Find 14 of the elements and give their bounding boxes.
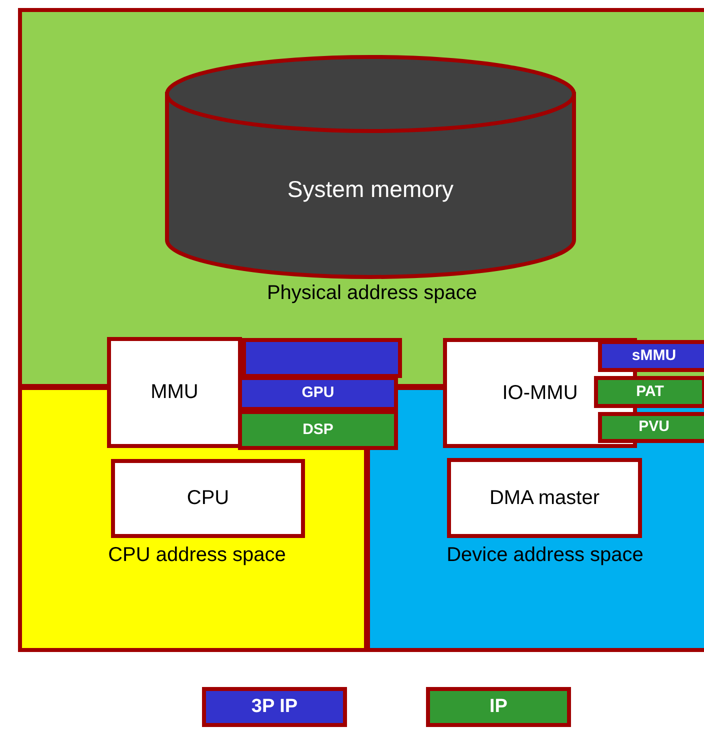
legend-swatch: 3P IP [202,687,347,727]
ip-tag [242,338,402,378]
unit-box: MMU [107,337,242,448]
unit-box: DMA master [447,458,642,538]
region-label: Physical address space [266,281,478,306]
memory-label: System memory [287,176,454,202]
legend-swatch: IP [426,687,571,727]
unit-box: CPU [111,459,305,538]
region-label: Device address space [446,543,644,568]
ip-tag: PAT [594,376,704,408]
region-label: CPU address space [107,543,287,568]
ip-tag: sMMU [598,340,704,372]
ip-tag: PVU [598,412,704,443]
ip-tag: DSP [238,410,398,450]
